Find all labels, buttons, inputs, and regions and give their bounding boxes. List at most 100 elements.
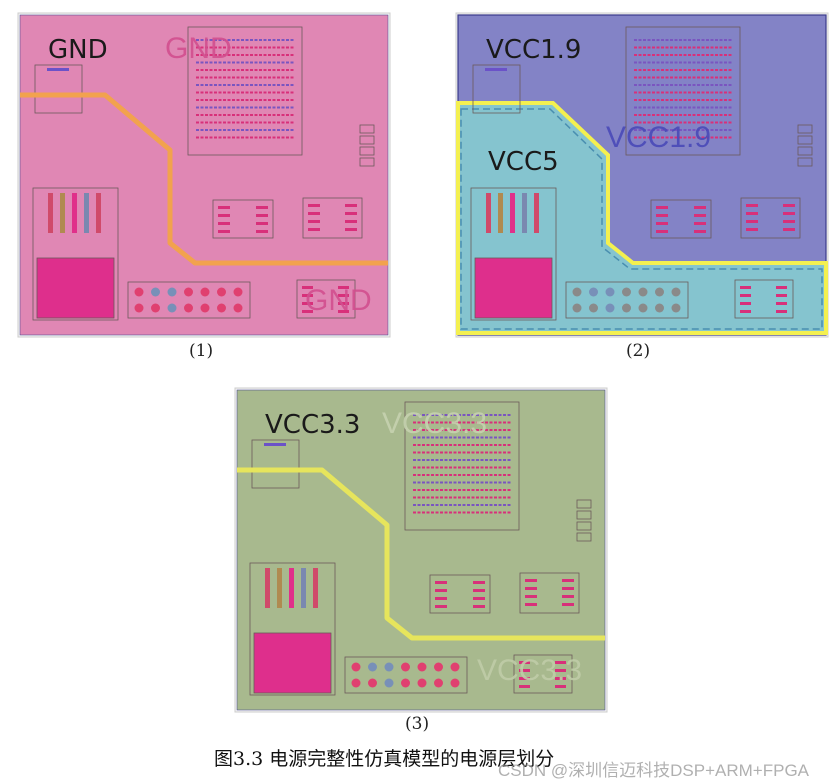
ic-pad xyxy=(473,597,485,600)
header-pin xyxy=(233,303,243,313)
ghost-plane-label: VCC1.9 xyxy=(606,121,711,154)
header-pin xyxy=(233,287,243,297)
soic-chip xyxy=(740,197,801,239)
header-pin xyxy=(167,287,177,297)
ic-pad xyxy=(345,228,357,231)
ic-pad xyxy=(555,677,566,680)
ic-pad xyxy=(345,220,357,223)
ic-pad xyxy=(562,587,574,590)
ic-pad xyxy=(740,310,751,313)
ic-pad xyxy=(338,294,349,297)
watermark: CSDN @深圳信迈科技DSP+ARM+FPGA xyxy=(498,761,810,780)
ic-pad xyxy=(562,579,574,582)
small-ic xyxy=(472,64,521,114)
header-pin xyxy=(450,662,460,672)
header-pin xyxy=(417,662,427,672)
ic-pad xyxy=(740,286,751,289)
ic-pad xyxy=(435,605,447,608)
ic-pad xyxy=(256,230,268,233)
ic-pad xyxy=(256,206,268,209)
header-pin xyxy=(671,303,681,313)
plane-label: VCC1.9 xyxy=(486,35,581,65)
ic-pad xyxy=(525,579,537,582)
header-pin xyxy=(368,662,377,672)
smd-part xyxy=(359,146,375,156)
header-pin xyxy=(655,287,664,297)
ic-pad xyxy=(746,212,758,215)
subfigure-label-1: (1) xyxy=(189,341,214,361)
plane-label: GND xyxy=(48,35,108,65)
ic-pad xyxy=(435,581,447,584)
ic-pad xyxy=(256,222,268,225)
soic-chip xyxy=(302,197,363,239)
plane-label: VCC3.3 xyxy=(265,410,360,440)
region-dashed-outline xyxy=(460,108,823,330)
header-pin xyxy=(200,303,210,313)
header-pin xyxy=(589,287,598,297)
ic-pad xyxy=(218,206,230,209)
soic-chip xyxy=(212,199,274,239)
split-trace xyxy=(20,92,388,266)
header-pin xyxy=(351,678,361,688)
ic-pad xyxy=(656,222,668,225)
ic-pad xyxy=(308,212,320,215)
pin-header xyxy=(127,281,251,319)
header-pin xyxy=(134,287,144,297)
bottom-ic xyxy=(734,279,794,319)
connector xyxy=(249,562,336,696)
header-pin xyxy=(450,678,460,688)
header-pin xyxy=(217,303,226,313)
header-pin xyxy=(605,303,615,313)
ic-pad xyxy=(776,286,787,289)
smd-part xyxy=(797,124,813,134)
ic-pad xyxy=(555,685,566,688)
header-pin xyxy=(605,287,615,297)
connector xyxy=(470,187,557,321)
ic-pad xyxy=(555,661,566,664)
smd-part xyxy=(576,499,592,509)
ic-pad xyxy=(694,222,706,225)
ic-pad xyxy=(694,214,706,217)
bga-chip xyxy=(187,26,303,156)
ic-pad xyxy=(783,212,795,215)
connector-pin xyxy=(510,193,515,233)
ic-pad xyxy=(473,581,485,584)
ic-pins xyxy=(47,68,69,71)
header-pin xyxy=(589,303,598,313)
smd-part xyxy=(359,124,375,134)
bga-chip xyxy=(625,26,741,156)
header-pin xyxy=(622,287,631,297)
connector-pin xyxy=(289,568,294,608)
connector-pin xyxy=(72,193,77,233)
header-pin xyxy=(351,662,361,672)
bottom-ic xyxy=(296,279,356,319)
connector xyxy=(32,187,119,321)
header-pin xyxy=(167,303,177,313)
ic-pad xyxy=(694,206,706,209)
ic-pad xyxy=(746,228,758,231)
connector-pin xyxy=(301,568,306,608)
ic-pad xyxy=(308,228,320,231)
ic-pad xyxy=(519,685,530,688)
ic-pad xyxy=(746,220,758,223)
split-trace xyxy=(237,467,605,641)
header-pin xyxy=(184,287,193,297)
ic-pad xyxy=(562,595,574,598)
ic-pad xyxy=(435,597,447,600)
subfigure-label-2: (2) xyxy=(626,341,651,361)
connector-pin xyxy=(60,193,65,233)
smd-part xyxy=(576,532,592,542)
ic-pad xyxy=(338,310,349,313)
subfigure-label-3: (3) xyxy=(405,714,430,734)
ic-pad xyxy=(656,206,668,209)
smd-part xyxy=(797,146,813,156)
pin-header xyxy=(344,656,468,694)
connector-pin xyxy=(486,193,491,233)
header-pin xyxy=(638,303,648,313)
soic-chip xyxy=(519,572,580,614)
connector-pin xyxy=(265,568,270,608)
header-pin xyxy=(638,287,648,297)
ic-pad xyxy=(338,286,349,289)
